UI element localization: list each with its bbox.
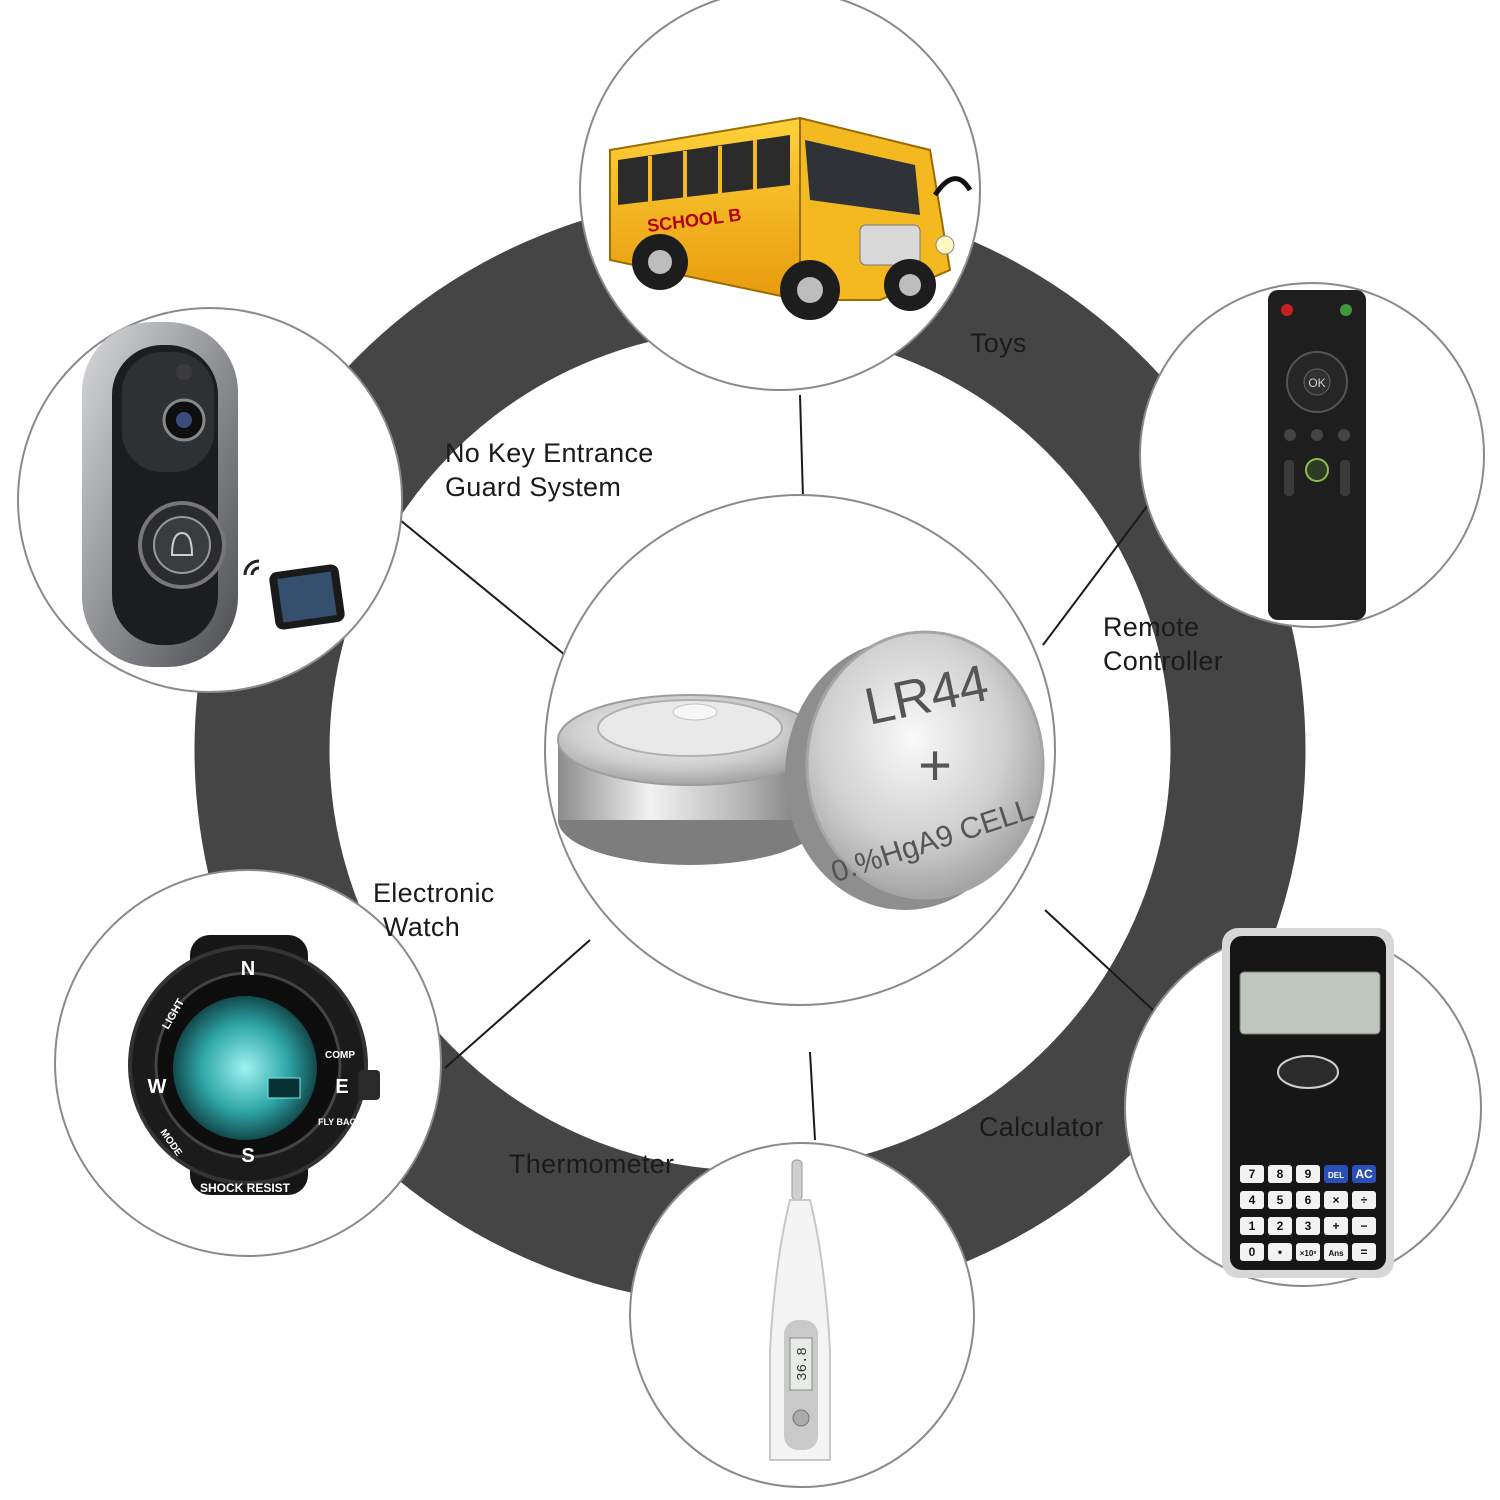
connector-calculator (1044, 909, 1154, 1011)
connector-toys (799, 394, 804, 499)
remote-circle: OK (1139, 282, 1485, 628)
calc-key-label: 1 (1249, 1219, 1256, 1233)
calc-key (1240, 1217, 1264, 1235)
calc-key-label: 4 (1249, 1193, 1256, 1207)
calc-key-label: DEL (1328, 1171, 1344, 1180)
watch-brand: SHOCK RESIST (200, 1181, 291, 1195)
calc-key-label: Ans (1328, 1249, 1344, 1258)
calc-key (1352, 1191, 1376, 1209)
battery-right-icon: LR44 + 0.%HgA9 CELL (785, 630, 1045, 910)
calc-key-label: 5 (1277, 1193, 1284, 1207)
calc-key (1268, 1243, 1292, 1261)
calc-key (1268, 1217, 1292, 1235)
label-thermometer: Thermometer (509, 1149, 675, 1179)
calc-key-label: 9 (1305, 1167, 1312, 1181)
connector-thermometer (809, 1051, 816, 1141)
calc-key (1324, 1191, 1348, 1209)
calc-key (1268, 1165, 1292, 1183)
watch-s: S (241, 1145, 254, 1167)
toys-circle: SCHOOL B (579, 0, 981, 391)
calc-key-label: ×10ˣ (1300, 1249, 1317, 1258)
calc-key-label: × (1332, 1193, 1339, 1207)
doorbell-circle (17, 307, 403, 693)
battery-left-icon (557, 694, 823, 865)
calc-key (1240, 1243, 1264, 1261)
calc-key (1296, 1217, 1320, 1235)
video-doorbell-icon (82, 322, 238, 667)
calculator-icon: 7 8 9 DEL AC 4 5 6 × ÷ 1 2 3 + − 0 • ×10ˣ Ans = (1222, 928, 1394, 1278)
watch-e: E (335, 1076, 348, 1098)
calculator-keypad: 7 8 9 DEL AC 4 5 6 × ÷ 1 2 3 + − 0 • ×10ˣ Ans = (1240, 1165, 1376, 1261)
calc-key-label: • (1278, 1245, 1282, 1259)
calc-key-label: + (1332, 1219, 1339, 1233)
calc-key (1352, 1243, 1376, 1261)
calc-key (1296, 1165, 1320, 1183)
calc-key (1268, 1191, 1292, 1209)
watch-n: N (241, 958, 255, 980)
thermometer-circle: 36.8 (629, 1142, 975, 1488)
calc-key-label: 7 (1249, 1167, 1256, 1181)
connector-doorbell (399, 519, 566, 656)
wristwatch-icon: N E S W LIGHT COMP MODE FLY BACK SHOCK R… (128, 935, 380, 1195)
connector-lines (399, 394, 1154, 1141)
label-remote-controller: Remote Controller (1103, 612, 1224, 676)
thermo-reading: 36.8 (795, 1347, 811, 1381)
calc-key-label: AC (1355, 1167, 1373, 1181)
thermometer-icon: 36.8 (769, 1159, 831, 1461)
watch-fly: FLY BACK (318, 1117, 363, 1127)
calc-key (1324, 1217, 1348, 1235)
calc-key-label: 8 (1277, 1167, 1284, 1181)
calc-key (1324, 1165, 1348, 1183)
calculator-circle: 7 8 9 DEL AC 4 5 6 × ÷ 1 2 3 + − 0 • ×10ˣ Ans = (1124, 928, 1482, 1287)
label-no-key-entrance: No Key Entrance Guard System (445, 438, 654, 502)
connector-watch (444, 939, 591, 1069)
connector-remote (1042, 504, 1149, 646)
calc-key-label: ÷ (1361, 1193, 1368, 1207)
center-battery-circle: LR44 + 0.%HgA9 CELL (544, 494, 1056, 1006)
watch-w: W (148, 1076, 167, 1098)
label-toys: Toys (970, 328, 1027, 358)
calc-key-label: − (1360, 1219, 1367, 1233)
calc-key-label: 2 (1277, 1219, 1284, 1233)
calc-key-label: = (1360, 1245, 1367, 1259)
watch-circle: N E S W LIGHT COMP MODE FLY BACK SHOCK R… (54, 869, 442, 1257)
label-electronic-watch: Electronic Watch (373, 878, 495, 942)
smartphone-icon (243, 559, 345, 630)
calc-key (1352, 1217, 1376, 1235)
watch-comp: COMP (325, 1050, 355, 1061)
remote-control-icon: OK (1268, 290, 1366, 620)
calc-key (1240, 1165, 1264, 1183)
battery-print-plus: + (918, 733, 952, 798)
label-calculator: Calculator (979, 1112, 1104, 1142)
calc-key (1324, 1243, 1348, 1261)
school-bus-icon: SCHOOL B (609, 116, 973, 320)
calc-key (1296, 1191, 1320, 1209)
calc-key (1296, 1243, 1320, 1261)
remote-ok: OK (1308, 376, 1325, 390)
calc-key-label: 6 (1305, 1193, 1312, 1207)
calc-key-label: 0 (1249, 1245, 1256, 1259)
calc-key-label: 3 (1305, 1219, 1312, 1233)
calc-key (1240, 1191, 1264, 1209)
calc-key (1352, 1165, 1376, 1183)
